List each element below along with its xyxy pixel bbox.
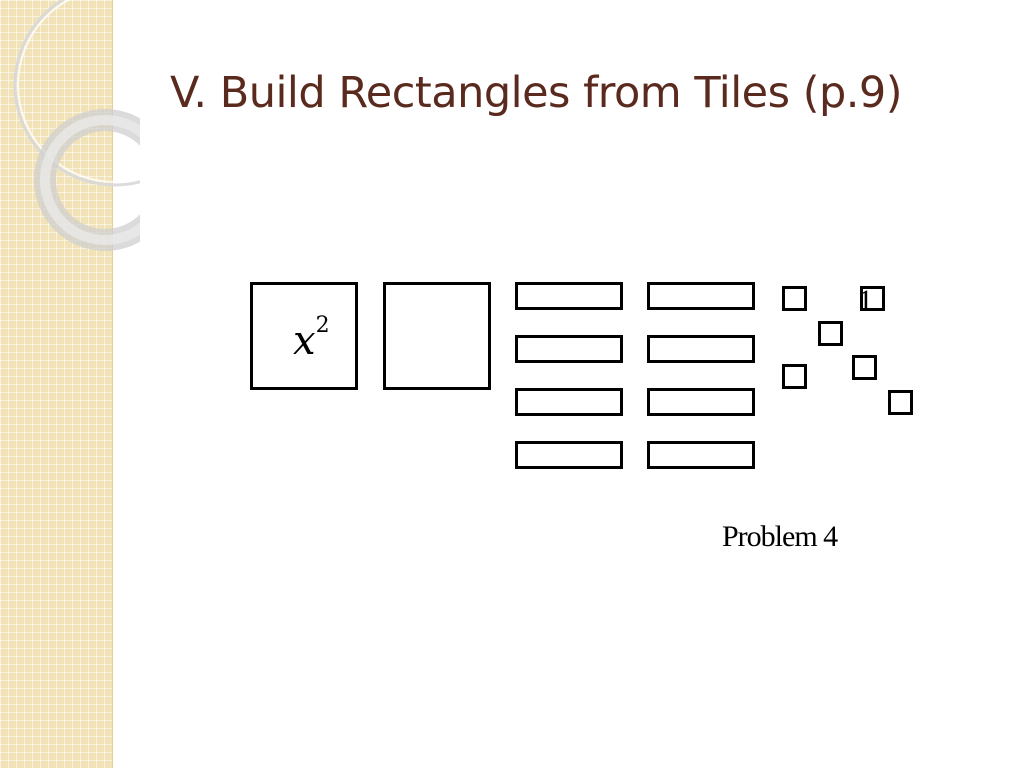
unit-tile-label: 1 xyxy=(858,284,873,317)
problem-label: Problem 4 xyxy=(722,520,838,553)
x-squared-tile: x2 xyxy=(250,282,358,390)
x-tile xyxy=(647,441,755,469)
algebra-tiles: x2 1 xyxy=(240,272,930,482)
unit-tile xyxy=(818,321,843,346)
x-squared-tile xyxy=(383,282,491,390)
x-tile xyxy=(515,335,623,363)
x-tile xyxy=(515,388,623,416)
unit-tile xyxy=(852,355,877,380)
unit-tile xyxy=(782,364,807,389)
x-tile xyxy=(647,282,755,310)
slide-title: V. Build Rectangles from Tiles (p.9) xyxy=(170,68,903,118)
x-tile xyxy=(647,388,755,416)
x-squared-label: x2 xyxy=(293,313,330,364)
decorative-rings xyxy=(13,0,140,251)
unit-tile xyxy=(782,286,807,311)
unit-tile xyxy=(860,286,885,311)
x-tile xyxy=(515,441,623,469)
unit-tile xyxy=(888,390,913,415)
x-tile xyxy=(515,282,623,310)
x-tile xyxy=(647,335,755,363)
